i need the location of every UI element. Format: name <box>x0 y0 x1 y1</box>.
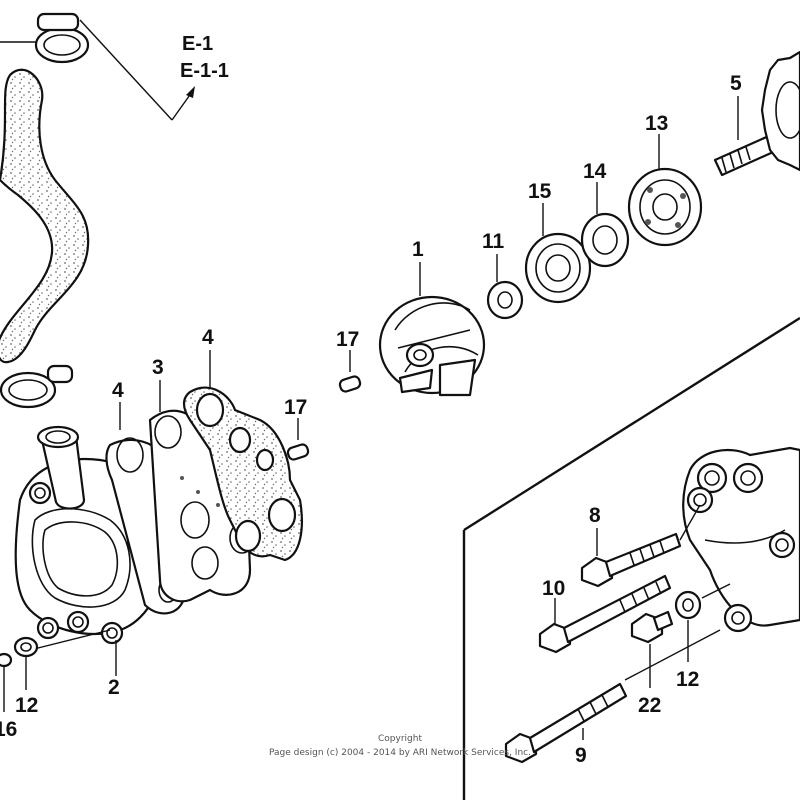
callout-4-left: 4 <box>112 379 124 402</box>
callout-9: 9 <box>575 744 587 767</box>
callout-3: 3 <box>152 356 164 379</box>
washer-12-right <box>674 590 702 620</box>
washer-lower-left <box>0 636 39 668</box>
pump-housing-inset <box>682 446 800 633</box>
callout-17-lower: 17 <box>284 396 307 419</box>
callout-16: 16 <box>0 718 17 741</box>
reference-label-e1-1: E-1-1 <box>180 60 229 82</box>
callout-12-right: 12 <box>676 668 699 691</box>
callout-1: 1 <box>412 238 424 261</box>
callout-22: 22 <box>638 694 661 717</box>
washer-11 <box>486 280 524 320</box>
reference-label-e1: E-1 <box>182 33 213 55</box>
callout-5: 5 <box>730 72 742 95</box>
leader-12c <box>701 583 731 599</box>
leader-9b <box>624 629 721 681</box>
callout-4-right: 4 <box>202 326 214 349</box>
bearing-14 <box>580 212 630 268</box>
copyright-line-2: Page design (c) 2004 - 2014 by ARI Netwo… <box>269 748 531 758</box>
callout-14: 14 <box>583 160 607 183</box>
left-leaders <box>3 350 211 712</box>
callout-8: 8 <box>589 504 601 527</box>
callout-2: 2 <box>108 676 120 699</box>
bolt-9 <box>504 682 628 764</box>
dowel-pin-2 <box>286 443 310 461</box>
coolant-hose <box>0 68 90 364</box>
pump-shaft-gear <box>713 50 800 177</box>
copyright-line-1: Copyright <box>378 734 422 744</box>
hose-clamp-lower <box>0 364 74 409</box>
callout-11: 11 <box>482 230 505 253</box>
bolt-22 <box>630 610 674 644</box>
inset-frame <box>462 316 800 800</box>
callout-13: 13 <box>645 112 668 135</box>
callout-10: 10 <box>542 577 565 600</box>
hose-clamp-upper <box>0 12 90 64</box>
dowel-pin-1 <box>338 375 362 393</box>
bearing-13 <box>627 167 703 247</box>
reference-arrow <box>79 19 195 121</box>
impeller <box>378 295 486 397</box>
bolt-8 <box>580 532 682 588</box>
callout-15: 15 <box>528 180 552 203</box>
oil-seal-15 <box>524 232 592 304</box>
bolt-10 <box>538 574 672 654</box>
gasket-right <box>182 386 303 562</box>
callout-12-left: 12 <box>15 694 38 717</box>
leader-8b <box>679 504 701 541</box>
callout-17-upper: 17 <box>336 328 359 351</box>
